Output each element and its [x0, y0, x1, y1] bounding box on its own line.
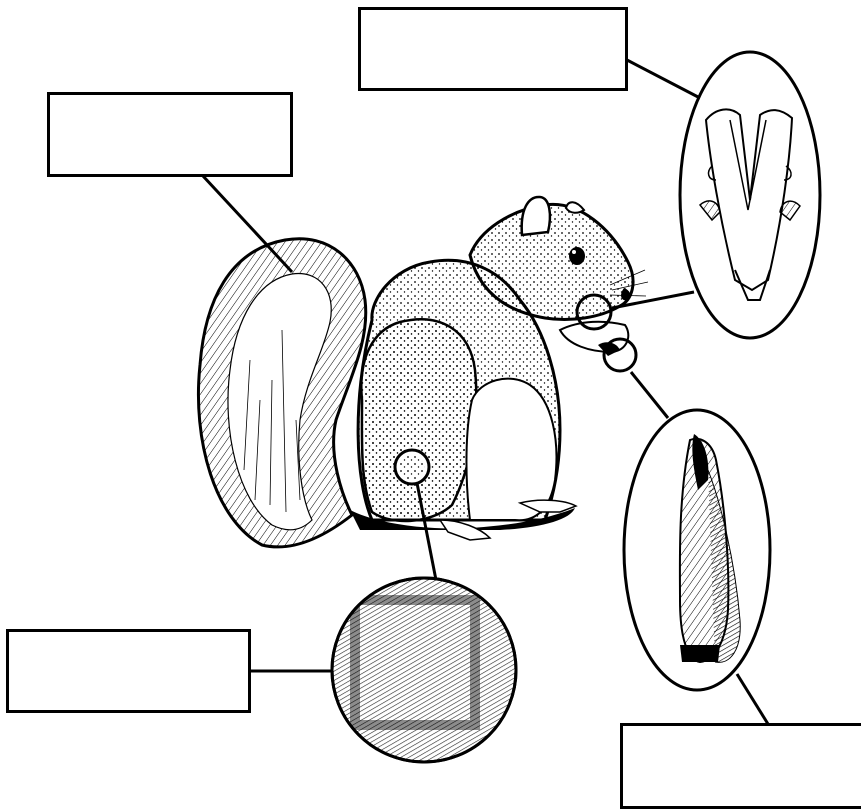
claw-leader-line-bottom [737, 674, 768, 724]
teeth-leader-line-top [627, 60, 700, 98]
claw-label-box[interactable] [620, 723, 861, 809]
claw-closeup [624, 410, 770, 690]
fur-label-box[interactable] [6, 629, 251, 713]
fur-closeup [332, 578, 516, 762]
squirrel-tail [198, 239, 365, 547]
teeth-closeup [680, 52, 820, 338]
teeth-label-box[interactable] [358, 7, 628, 91]
claw-leader-line-top [631, 372, 668, 418]
tail-label-box[interactable] [47, 92, 293, 177]
squirrel-eye [569, 247, 585, 265]
